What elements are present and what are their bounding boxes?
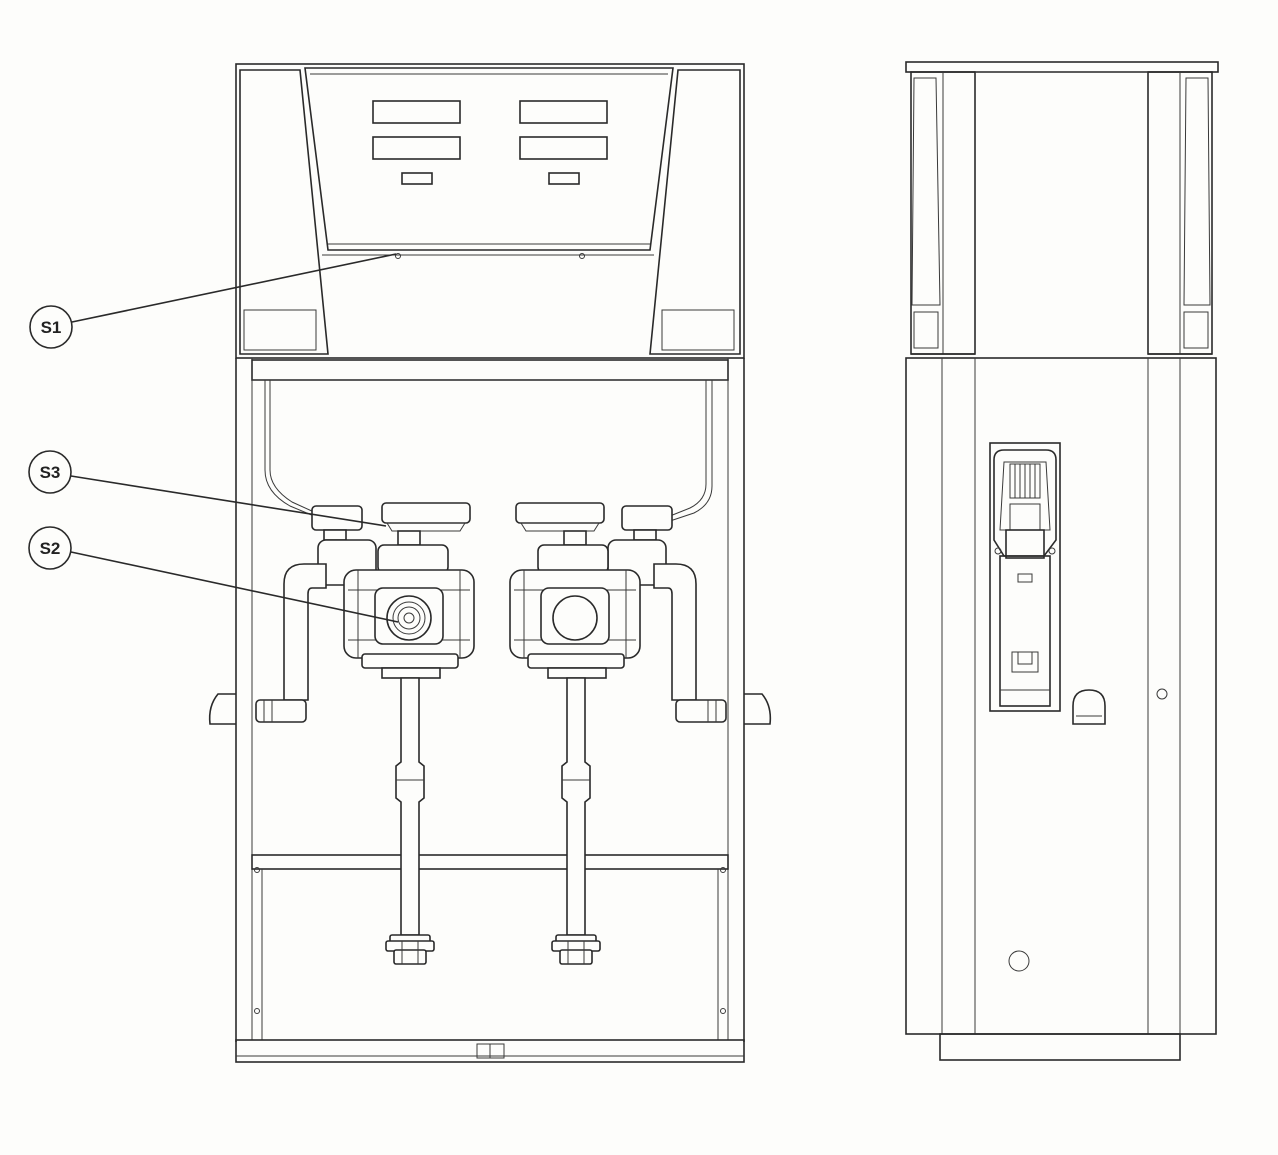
display-window-left-bottom [372, 136, 461, 160]
nozzle-holster [989, 442, 1061, 712]
callout-label-s2: S2 [40, 539, 61, 558]
side-view [905, 61, 1219, 1061]
pulser-left [381, 502, 471, 524]
display-window-right-top [519, 100, 608, 124]
right-hydraulic-unit [509, 502, 727, 965]
callout-label-s3: S3 [40, 463, 61, 482]
callout-s1: S1 [29, 253, 397, 349]
callout-label-s1: S1 [41, 318, 62, 337]
display-head [235, 63, 745, 359]
display-window-right-small [548, 172, 580, 185]
display-window-left-small [401, 172, 433, 185]
callout-s3: S3 [28, 450, 387, 527]
front-view: S1 S3 S2 [28, 63, 772, 1063]
signal-cables [264, 380, 713, 522]
display-window-right-bottom [519, 136, 608, 160]
cabinet-body [208, 358, 772, 1063]
display-window-left-top [372, 100, 461, 124]
lock-icon [1072, 689, 1106, 725]
solenoid-valve-right [621, 505, 673, 531]
pulser-right [515, 502, 605, 524]
left-hydraulic-unit [255, 502, 475, 965]
callout-s2: S2 [28, 526, 399, 623]
